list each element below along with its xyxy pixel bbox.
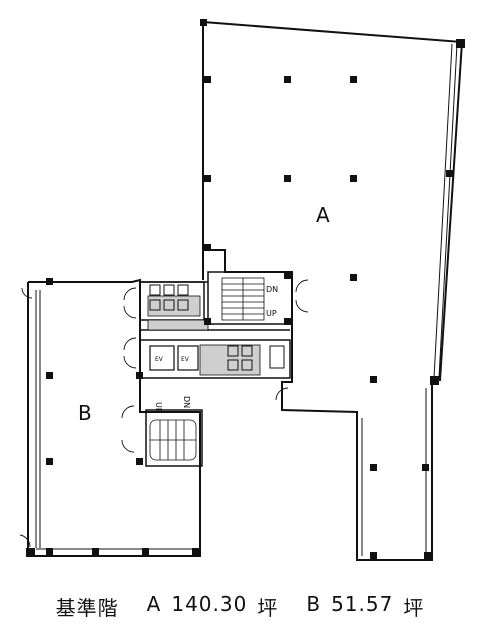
structural-columns — [26, 19, 465, 559]
top-stair-dn-label: DN — [266, 285, 278, 294]
toilet-fixtures — [149, 284, 285, 371]
unit-b-area-value: 51.57 — [331, 591, 394, 616]
unit-a-window — [361, 43, 458, 556]
unit-a-area: A 140.30 坪 — [147, 592, 279, 621]
top-stair-up-label: UP — [266, 309, 277, 318]
elevator-label-2: EV — [181, 356, 190, 363]
elevator-boxes — [149, 345, 199, 371]
unit-a-label: A — [316, 203, 330, 227]
area-caption: 基準階 A 140.30 坪 B 51.57 坪 — [0, 586, 480, 626]
top-staircase — [221, 277, 265, 321]
unit-a-walls — [202, 21, 464, 561]
floor-plan: EV EV DN UP UP DN — [19, 19, 465, 561]
door-swings — [19, 279, 309, 548]
elevator-label-1: EV — [155, 356, 164, 363]
bottom-staircase — [149, 419, 197, 461]
unit-a-area-label: A — [146, 591, 162, 616]
unit-b-label: B — [78, 401, 92, 425]
unit-b-walls — [27, 278, 201, 557]
unit-b-window — [35, 290, 196, 550]
unit-b-area: B 51.57 坪 — [306, 592, 424, 621]
unit-b-area-unit: 坪 — [403, 595, 425, 620]
floor-label: 基準階 — [55, 595, 119, 620]
unit-a-area-value: 140.30 — [171, 591, 248, 616]
bottom-stair-dn-label: DN — [182, 396, 191, 408]
unit-b-area-label: B — [306, 591, 322, 616]
bottom-stair-up-label: UP — [154, 402, 163, 413]
unit-a-area-unit: 坪 — [257, 595, 279, 620]
